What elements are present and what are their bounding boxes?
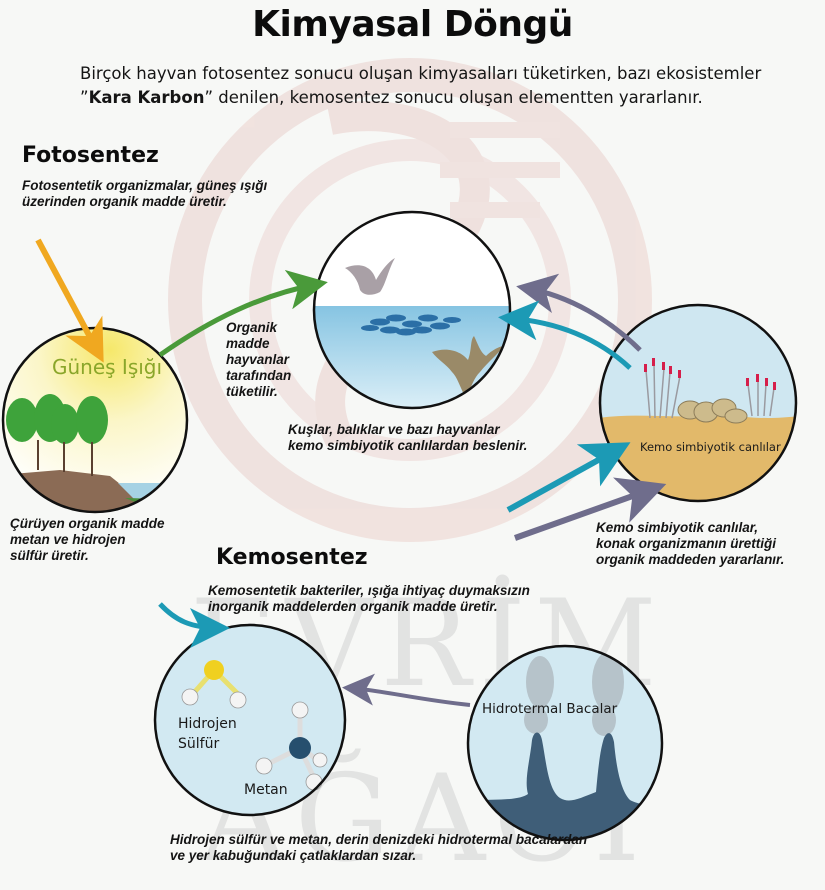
hydrogen-sulfide-label: Hidrojen Sülfür: [178, 716, 237, 752]
sunlight-arrow-icon: [35, 238, 104, 363]
kara-karbon-emphasis: Kara Karbon: [88, 88, 205, 107]
arrow-kemo-to-ocean-slate-icon: [516, 273, 642, 352]
arrow-lower-to-kemo-slate-icon: [513, 477, 667, 541]
decay-caption: Çürüyen organik madde metan ve hidrojen …: [10, 516, 165, 563]
chemosymbiotic-caption: Kemo simbiyotik canlılar, konak organizm…: [596, 520, 785, 567]
quote-open: ”: [80, 88, 89, 107]
trees-icon: [6, 394, 108, 444]
intro-text: Birçok hayvan fotosentez sonucu oluşan k…: [80, 62, 800, 110]
kemosentez-heading: Kemosentez: [216, 545, 368, 570]
arrow-kemo-to-ocean-teal-icon: [498, 300, 632, 370]
quote-close: ”: [204, 88, 214, 107]
fotosentez-heading: Fotosentez: [22, 143, 159, 168]
methane-molecule-icon: [255, 701, 328, 791]
consumption-arrow-caption: Organik madde hayvanlar tarafından tüket…: [226, 320, 292, 399]
hydrothermal-vents-circle: [466, 644, 664, 842]
kemosentez-description: Kemosentetik bakteriler, ışığa ihtiyaç d…: [208, 583, 530, 614]
ocean-caption: Kuşlar, balıklar ve bazı hayvanlar kemo …: [288, 422, 528, 453]
arrow-lower-to-kemo-teal-icon: [506, 442, 631, 513]
sunlight-label: Güneş Işığı: [52, 355, 163, 379]
vent-chimneys-icon: [468, 732, 662, 840]
hydrogen-sulfide-molecule-icon: [181, 660, 247, 709]
sea-lion-icon: [432, 336, 504, 398]
chemosymbiotic-label: Kemo simbiyotik canlılar: [640, 440, 781, 454]
tube-worms-icon: [645, 363, 775, 419]
arrow-photosynthesis-to-ocean-icon: [158, 269, 328, 358]
bird-icon: [345, 258, 395, 295]
arrow-vents-to-molecules-icon: [342, 673, 471, 707]
molecules-circle: [153, 623, 347, 817]
fish-school-icon: [361, 314, 461, 336]
arrow-into-molecules-teal-icon: [158, 602, 230, 648]
bottom-caption: Hidrojen sülfür ve metan, derin denizdek…: [170, 832, 588, 863]
intro-line-2-rest: denilen, kemosentez sonucu oluşan elemen…: [213, 88, 703, 107]
clams-icon: [677, 398, 748, 424]
hydrothermal-vents-label: Hidrotermal Bacalar: [482, 701, 618, 717]
intro-line-1: Birçok hayvan fotosentez sonucu oluşan k…: [80, 64, 762, 83]
intro-line-2: ”Kara Karbon” denilen, kemosentez sonucu…: [80, 86, 800, 110]
page-title: Kimyasal Döngü: [252, 4, 573, 45]
fotosentez-description: Fotosentetik organizmalar, güneş ışığı ü…: [22, 178, 268, 209]
methane-label: Metan: [244, 782, 288, 798]
